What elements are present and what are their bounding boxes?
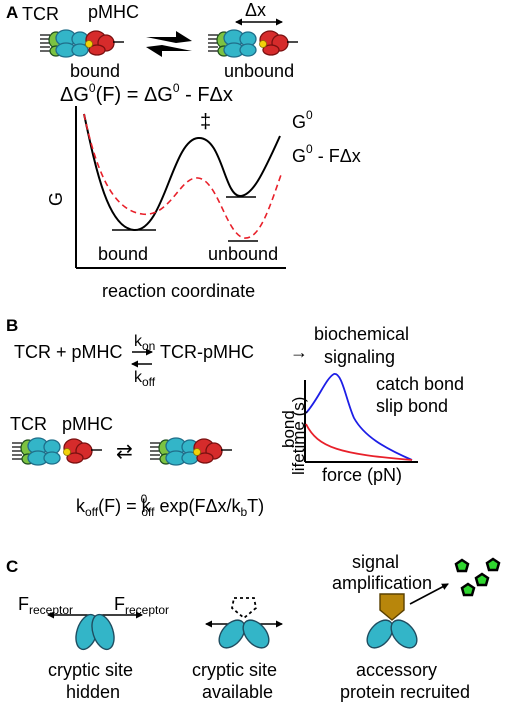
plot-xlabel: force (pN) [322,465,402,485]
bound-pmhc-icon [192,438,233,464]
tcr-label-b: TCR [10,414,47,434]
koff-label: koff [134,369,156,389]
tcr-unbound-icon [207,29,257,58]
force-right-label: Freceptor [114,594,169,617]
reactants-label: TCR + pMHC [14,342,123,362]
tcr-icon-b [11,437,61,466]
bound-well-label: bound [98,244,148,264]
caption-3-line1: accessory [356,660,437,680]
pmhc-label-b: pMHC [62,414,113,434]
reaction-coordinate-label: reaction coordinate [102,281,255,301]
equilibrium-arrows [146,31,192,57]
panel-a-label: A [6,3,18,22]
caption-2-line1: cryptic site [192,660,277,680]
tilted-curve [83,113,283,239]
receptor-recruited-icon [366,619,418,649]
pmhc-icon-b [62,438,103,464]
unbound-well-label: unbound [208,244,278,264]
pmhc-unbound-icon [258,30,299,56]
caption-1-line1: cryptic site [48,660,133,680]
plot-ylabel-line2: lifetime (s) [289,397,308,475]
accessory-protein-icon [379,593,405,621]
tcr-icon [39,29,89,58]
complex-label: TCR-pMHC [160,342,254,362]
pmhc-icon [84,30,125,56]
signaling-label: signaling [324,347,395,367]
receptor-open-icon [218,619,270,649]
catch-bond-curve [305,373,413,461]
panel-c-label: C [6,557,18,576]
signal-label: signal [352,552,399,572]
panel-b-label: B [6,316,18,335]
g-axis-label: G [46,192,66,206]
free-energy-equation: ΔG0(F) = ΔG0 - FΔx [60,81,233,106]
legend-catch-bond: catch bond [376,374,464,394]
pmhc-label: pMHC [88,2,139,22]
caption-1-line2: hidden [66,682,120,702]
caption-3-line2: protein recruited [340,682,470,702]
slip-bond-curve [305,423,413,461]
unbound-state-label: unbound [224,61,294,81]
receptor-closed-icon [71,611,119,653]
equilibrium-symbol: ⇄ [116,441,133,463]
plot-ylabel-line1: bond [279,410,298,448]
signal-molecules [454,557,501,597]
tilted-curve-label: G0 - FΔx [292,142,361,166]
kon-label: kon [134,333,155,353]
bound-complex-icon [149,437,199,466]
g0-curve [83,113,281,232]
cryptic-site-outline [231,597,257,620]
transition-state-label: ‡ [200,111,211,133]
caption-2-line2: available [202,682,273,702]
force-left-label: Freceptor [18,594,73,617]
tcr-label: TCR [22,4,59,24]
signaling-arrow: → [290,342,308,362]
amplification-arrow [409,583,449,605]
amplification-label: amplification [332,573,432,593]
biochemical-label: biochemical [314,324,409,344]
legend-slip-bond: slip bond [376,396,448,416]
bound-state-label: bound [70,61,120,81]
g0-curve-label: G0 [292,108,313,132]
bond-lifetime-plot: bond lifetime (s) force (pN) catch bond … [279,373,464,485]
dx-label: Δx [245,0,266,20]
